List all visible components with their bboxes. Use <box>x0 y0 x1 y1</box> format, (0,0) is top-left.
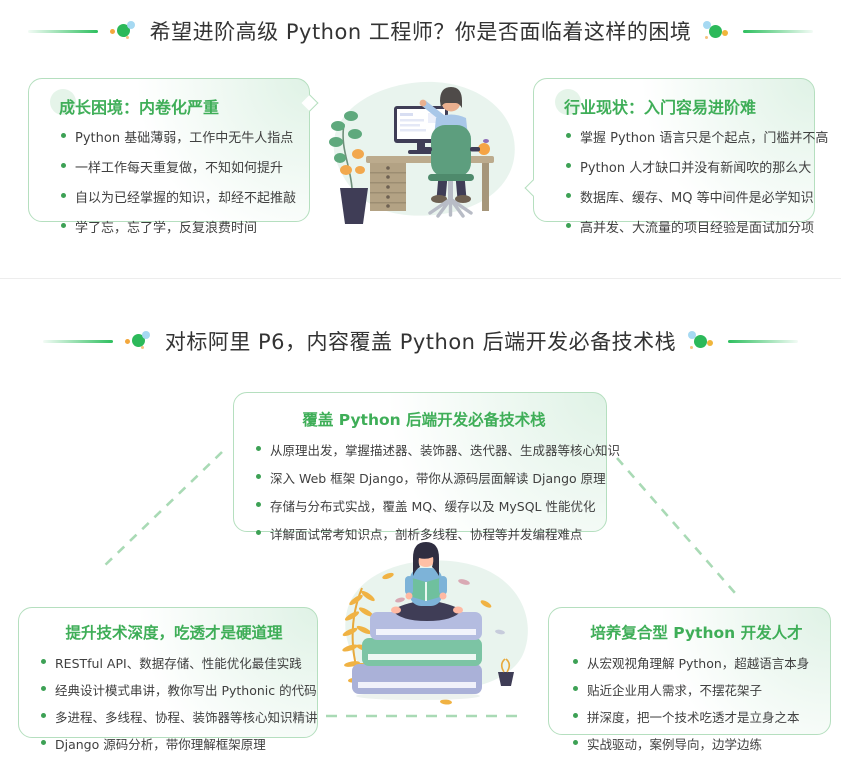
bullet-text: 学了忘，忘了学，反复浪费时间 <box>75 221 258 236</box>
bullet-list: 从宏观视角理解 Python，超越语言本身 贴近企业用人需求，不摆花架子 拼深度… <box>573 653 820 753</box>
bullet-text: 存储与分布式实战，覆盖 MQ、缓存以及 MySQL 性能优化 <box>270 499 596 514</box>
green-bullet-dot-icon <box>61 193 66 198</box>
ornament-line-icon <box>27 29 98 33</box>
card-title: 行业现状：入门容易进阶难 <box>555 89 804 118</box>
growth-pain-card: 成长困境：内卷化严重 Python 基础薄弱，工作中无牛人指点 一样工作每天重复… <box>28 78 319 236</box>
bullet-text: 详解面试常考知识点，剖析多线程、协程等并发编程难点 <box>270 527 583 542</box>
ornament-line-icon <box>42 339 113 343</box>
bullet-list: 掌握 Python 语言只是个起点，门槛并不高 Python 人才缺口并没有新闻… <box>564 127 828 236</box>
card-title: 培养复合型 Python 开发人才 <box>590 624 803 642</box>
green-bullet-dot-icon <box>256 474 261 479</box>
list-item: 自以为已经掌握的知识，却经不起推敲 <box>61 187 299 206</box>
list-item: 从原理出发，掌握描述器、装饰器、迭代器、生成器等核心知识 <box>256 440 620 459</box>
industry-status-card: 行业现状：入门容易进阶难 掌握 Python 语言只是个起点，门槛并不高 Pyt… <box>524 78 828 236</box>
bullet-list: RESTful API、数据存储、性能优化最佳实践 经典设计模式串讲，教你写出 … <box>41 653 318 753</box>
list-item: Django 源码分析，带你理解框架原理 <box>41 734 307 753</box>
list-item: 经典设计模式串讲，教你写出 Pythonic 的代码 <box>41 680 317 699</box>
list-item: 贴近企业用人需求，不摆花架子 <box>573 680 820 699</box>
ornament-line-icon <box>728 339 799 343</box>
ornament-line-icon <box>743 29 814 33</box>
bullet-text: 从原理出发，掌握描述器、装饰器、迭代器、生成器等核心知识 <box>270 443 621 458</box>
list-item: Python 基础薄弱，工作中无牛人指点 <box>61 127 299 146</box>
green-bullet-dot-icon <box>256 502 261 507</box>
green-bullet-dot-icon <box>573 713 578 718</box>
green-bullet-dot-icon <box>566 133 571 138</box>
bullet-text: 高并发、大流量的项目经验是面试加分项 <box>580 221 815 236</box>
bullet-text: 掌握 Python 语言只是个起点，门槛并不高 <box>580 131 829 146</box>
person-working-at-desk-illustration <box>329 81 515 224</box>
green-bullet-dot-icon <box>566 193 571 198</box>
list-item: RESTful API、数据存储、性能优化最佳实践 <box>41 653 307 672</box>
green-bullet-dot-icon <box>256 446 261 451</box>
tech-stack-card: 覆盖 Python 后端开发必备技术栈 从原理出发，掌握描述器、装饰器、迭代器、… <box>233 392 620 542</box>
ornament-dots-icon <box>688 331 716 351</box>
green-bullet-dot-icon <box>61 163 66 168</box>
list-item: 拼深度，把一个技术吃透才是立身之本 <box>573 707 820 726</box>
bullet-text: RESTful API、数据存储、性能优化最佳实践 <box>55 656 302 671</box>
bullet-text: 贴近企业用人需求，不摆花架子 <box>587 683 763 698</box>
list-item: 深入 Web 框架 Django，带你从源码层面解读 Django 原理 <box>256 468 606 487</box>
section2-header: 对标阿里 P6，内容覆盖 Python 后端开发必备技术栈 <box>0 326 841 356</box>
green-bullet-dot-icon <box>573 686 578 691</box>
list-item: 从宏观视角理解 Python，超越语言本身 <box>573 653 820 672</box>
list-item: Python 人才缺口并没有新闻吹的那么大 <box>566 157 811 176</box>
section2-title: 对标阿里 P6，内容覆盖 Python 后端开发必备技术栈 <box>164 330 677 354</box>
ornament-dots-icon <box>124 331 153 351</box>
green-bullet-dot-icon <box>41 713 46 718</box>
bullet-list: 从原理出发，掌握描述器、装饰器、迭代器、生成器等核心知识 深入 Web 框架 D… <box>256 440 620 543</box>
list-item: 高并发、大流量的项目经验是面试加分项 <box>566 217 814 236</box>
green-bullet-dot-icon <box>61 133 66 138</box>
green-bullet-dot-icon <box>566 163 571 168</box>
bullet-text: 从宏观视角理解 Python，超越语言本身 <box>587 656 810 671</box>
speech-bubble-tail-icon <box>524 179 542 197</box>
section-divider <box>0 278 841 279</box>
bullet-text: Python 基础薄弱，工作中无牛人指点 <box>75 131 294 146</box>
bullet-text: 自以为已经掌握的知识，却经不起推敲 <box>75 191 297 206</box>
bullet-text: Python 人才缺口并没有新闻吹的那么大 <box>580 161 812 176</box>
list-item: 一样工作每天重复做，不知如何提升 <box>61 157 299 176</box>
list-item: 学了忘，忘了学，反复浪费时间 <box>61 217 299 236</box>
section1-title: 希望进阶高级 Python 工程师？你是否面临着这样的困境 <box>149 20 692 44</box>
bullet-text: 拼深度，把一个技术吃透才是立身之本 <box>587 710 800 725</box>
girl-reading-on-book-stack-illustration <box>342 542 528 705</box>
list-item: 数据库、缓存、MQ 等中间件是必学知识 <box>566 187 814 206</box>
card-title: 提升技术深度，吃透才是硬道理 <box>65 624 283 642</box>
list-item: 详解面试常考知识点，剖析多线程、协程等并发编程难点 <box>256 524 592 543</box>
green-bullet-dot-icon <box>41 740 46 745</box>
list-item: 实战驱动，案例导向，边学边练 <box>573 734 820 753</box>
card-title: 成长困境：内卷化严重 <box>50 89 299 118</box>
green-bullet-dot-icon <box>566 223 571 228</box>
green-bullet-dot-icon <box>256 530 261 535</box>
green-bullet-dot-icon <box>573 659 578 664</box>
green-bullet-dot-icon <box>573 740 578 745</box>
ornament-dots-icon <box>109 21 138 41</box>
bullet-text: 深入 Web 框架 Django，带你从源码层面解读 Django 原理 <box>270 471 606 486</box>
list-item: 掌握 Python 语言只是个起点，门槛并不高 <box>566 127 828 146</box>
section1-header: 希望进阶高级 Python 工程师？你是否面临着这样的困境 <box>0 16 841 46</box>
bullet-text: 经典设计模式串讲，教你写出 Pythonic 的代码 <box>55 683 317 698</box>
bullet-text: 实战驱动，案例导向，边学边练 <box>587 737 763 752</box>
card-title: 覆盖 Python 后端开发必备技术栈 <box>302 411 546 429</box>
bullet-list: Python 基础薄弱，工作中无牛人指点 一样工作每天重复做，不知如何提升 自以… <box>59 127 299 236</box>
green-bullet-dot-icon <box>41 686 46 691</box>
ornament-dots-icon <box>703 21 731 41</box>
green-bullet-dot-icon <box>41 659 46 664</box>
list-item: 多进程、多线程、协程、装饰器等核心知识精讲 <box>41 707 318 726</box>
tech-depth-card: 提升技术深度，吃透才是硬道理 RESTful API、数据存储、性能优化最佳实践… <box>18 607 318 752</box>
green-bullet-dot-icon <box>61 223 66 228</box>
list-item: 存储与分布式实战，覆盖 MQ、缓存以及 MySQL 性能优化 <box>256 496 596 515</box>
bullet-text: 一样工作每天重复做，不知如何提升 <box>75 161 284 176</box>
talent-development-card: 培养复合型 Python 开发人才 从宏观视角理解 Python，超越语言本身 … <box>548 607 831 752</box>
bullet-text: 多进程、多线程、协程、装饰器等核心知识精讲 <box>55 710 318 725</box>
bullet-text: Django 源码分析，带你理解框架原理 <box>55 737 266 752</box>
bullet-text: 数据库、缓存、MQ 等中间件是必学知识 <box>580 191 814 206</box>
